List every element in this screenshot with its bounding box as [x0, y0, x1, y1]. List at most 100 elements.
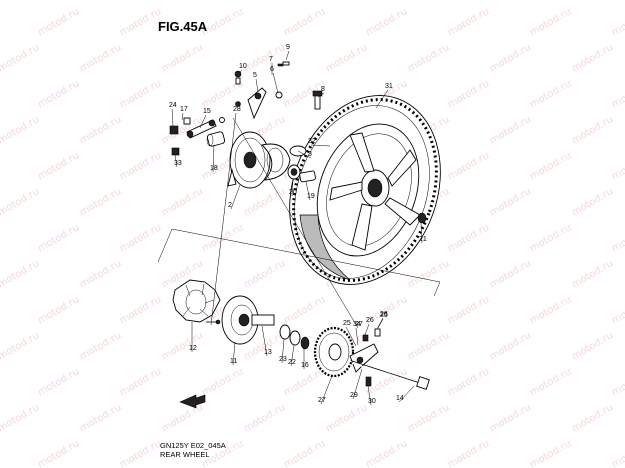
leader-line [355, 327, 359, 346]
watermark-text: motod.ru [282, 6, 327, 38]
leader-line [310, 144, 331, 147]
rear-axle [351, 360, 430, 390]
watermark-text: motod.ru [570, 258, 615, 290]
callout-number: 26 [380, 311, 388, 318]
callout-numbers: 2356789101112131415161718192021222324252… [169, 44, 427, 405]
watermark-text: motod.ru [406, 42, 451, 74]
callout-number: 29 [350, 392, 358, 399]
watermark-text: motod.ru [610, 78, 625, 110]
callout-number: 10 [239, 63, 247, 70]
watermark-text: motod.ru [118, 78, 163, 110]
leader-line [317, 92, 325, 98]
watermark-text: motod.ru [118, 438, 163, 468]
leader-line [367, 385, 372, 406]
sprocket-drum [206, 295, 275, 345]
axle-spacers [279, 324, 310, 350]
leader-line [238, 69, 243, 74]
hub-bearings [287, 145, 427, 224]
callout-number: 17 [180, 106, 188, 113]
watermark-text: motod.ru [242, 186, 287, 218]
watermark-text: motod.ru [570, 0, 615, 3]
callout-number: 24 [169, 102, 177, 109]
leader-line [375, 89, 389, 109]
callout-number: 5 [253, 72, 257, 79]
leader-line [364, 323, 370, 336]
watermark-text: motod.ru [78, 114, 123, 146]
callout-number: 25 [380, 312, 388, 319]
watermark-text: motod.ru [446, 6, 491, 38]
watermark-text: motod.ru [36, 150, 81, 182]
watermark-text: motod.ru [0, 402, 41, 434]
watermark-text: motod.ru [282, 438, 327, 468]
watermark-text: motod.ru [0, 186, 41, 218]
front-direction-arrow [179, 394, 206, 409]
watermark-text: motod.ru [528, 222, 573, 254]
watermark-text: motod.ru [570, 114, 615, 146]
watermark-text: motod.ru [0, 42, 41, 74]
bolt-small-parts [169, 61, 290, 156]
callout-number: 20 [289, 189, 297, 196]
callout-number: 12 [189, 345, 197, 352]
watermark-text: motod.ru [528, 78, 573, 110]
callout-number: 3 [308, 151, 312, 158]
leader-line [255, 78, 259, 93]
watermark-text: motod.ru [324, 402, 369, 434]
watermark-text: motod.ru [0, 330, 41, 362]
leader-line [272, 72, 279, 94]
leader-line [232, 117, 359, 329]
leader-line [290, 344, 295, 367]
callout-number: 23 [279, 356, 287, 363]
watermark-text: motod.ru [406, 330, 451, 362]
watermark-text: motod.ru [528, 366, 573, 398]
leader-line [210, 112, 237, 326]
watermark-text: motod.ru [78, 330, 123, 362]
watermark-text: motod.ru [488, 0, 533, 3]
callout-number: 15 [203, 108, 211, 115]
leader-line [291, 178, 294, 197]
rear-sprocket [313, 326, 355, 378]
leader-line [297, 150, 312, 159]
callout-number: 26 [366, 317, 374, 324]
watermark-text: motod.ru [610, 294, 625, 326]
watermark-text: motod.ru [488, 186, 533, 218]
watermark-text: motod.ru [36, 366, 81, 398]
watermark-text: motod.ru [0, 114, 41, 146]
leader-line [212, 144, 215, 173]
watermark-text: motod.ru [570, 186, 615, 218]
callout-number: 33 [174, 160, 182, 167]
leader-line [305, 181, 311, 201]
callout-number: 28 [233, 106, 241, 113]
watermark-text: motod.ru [0, 258, 41, 290]
watermark-text: motod.ru [446, 366, 491, 398]
watermark-text: motod.ru [78, 0, 123, 3]
watermark-text: motod.ru [324, 42, 369, 74]
brake-panel-assembly [227, 87, 291, 189]
watermark-text: motod.ru [610, 438, 625, 468]
watermark-text: motod.ru [488, 330, 533, 362]
leader-line [376, 317, 384, 330]
watermark-text: motod.ru [78, 42, 123, 74]
callout-number: 14 [396, 395, 404, 402]
rear-wheel-rim [289, 95, 441, 285]
leader-line [352, 368, 363, 400]
callout-number: 2 [228, 202, 232, 209]
callout-number: 27 [318, 397, 326, 404]
watermark-text: motod.ru [528, 150, 573, 182]
watermark-text: motod.ru [36, 6, 81, 38]
watermark-text: motod.ru [160, 330, 205, 362]
watermark-text: motod.ru [570, 42, 615, 74]
watermark-text: motod.ru [446, 438, 491, 468]
callout-number: 11 [230, 358, 237, 365]
watermark-text: motod.ru [0, 0, 41, 3]
watermark-text: motod.ru [364, 438, 409, 468]
callout-number: 16 [301, 362, 309, 369]
watermark-text: motod.ru [488, 114, 533, 146]
leader-lines [171, 50, 423, 406]
watermark-text: motod.ru [406, 258, 451, 290]
watermark-text: motod.ru [488, 402, 533, 434]
callout-number: 13 [264, 349, 272, 356]
callout-number: 22 [288, 359, 296, 366]
leader-line [232, 341, 236, 366]
